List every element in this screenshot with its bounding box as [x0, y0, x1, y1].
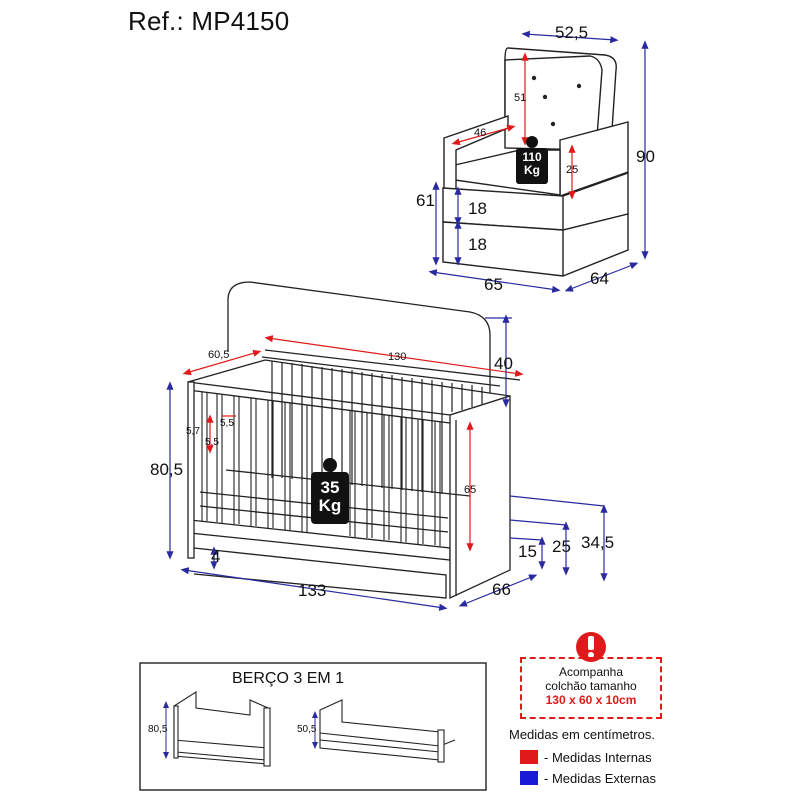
mini-dim-bed: 50,5 [297, 724, 317, 735]
dim-armchair-depth: 64 [590, 269, 609, 288]
dim-crib-15: 15 [518, 542, 537, 561]
armchair-load-label: 110 Kg [516, 151, 548, 176]
armchair-load-unit: Kg [524, 162, 540, 177]
legend-title: Medidas em centímetros. [509, 727, 655, 742]
dim-armchair-width: 65 [484, 275, 503, 294]
crib-slats [201, 361, 483, 546]
mini-variants-box [139, 662, 487, 791]
reference-code: Ref.: MP4150 [128, 6, 290, 36]
dim-crib-height: 80,5 [150, 460, 184, 479]
dim-armchair-module-1: 18 [468, 199, 487, 218]
dim-crib-slat-a: 5,7 [186, 426, 200, 437]
dim-armchair-seat-depth: 46 [474, 127, 487, 139]
dim-armchair-width-top: 52,5 [555, 23, 589, 42]
dim-crib-side-height: 65 [464, 484, 477, 496]
dim-armchair-arm: 25 [566, 164, 579, 176]
dim-crib-slat-c: 5,5 [205, 437, 219, 448]
crib-dimension-lines [166, 314, 608, 611]
dim-armchair-module-2: 18 [468, 235, 487, 254]
dim-crib-slat-b: 5,5 [220, 418, 234, 429]
legend-external-label: - Medidas Externas [544, 770, 656, 786]
dim-crib-25: 25 [552, 537, 571, 556]
legend-internal: - Medidas Internas [520, 749, 652, 765]
dim-crib-base: 4 [211, 547, 221, 566]
dim-armchair-seat-height: 61 [416, 191, 435, 210]
dim-crib-length: 133 [298, 581, 327, 600]
legend-external: - Medidas Externas [520, 770, 656, 786]
crib-load-unit: Kg [318, 495, 342, 515]
mini-dim-crib: 80,5 [148, 724, 168, 735]
crib-load-value: 35 [320, 478, 340, 497]
crib-weight-icon [311, 458, 349, 524]
dim-crib-inner-length: 130 [388, 351, 407, 363]
mattress-note: Acompanha colchão tamanho 130 x 60 x 10c… [520, 657, 662, 719]
note-line-2: colchão tamanho [545, 679, 637, 693]
armchair-weight-icon [516, 136, 548, 184]
dim-crib-depth: 66 [492, 580, 511, 599]
crib-drawing [187, 281, 521, 600]
dim-armchair-height: 90 [636, 147, 655, 166]
armchair-dimension-lines [428, 30, 649, 293]
legend-internal-swatch [520, 750, 538, 764]
crib-load-label: 35 Kg [311, 479, 349, 515]
exclamation-icon [576, 632, 606, 662]
armchair-load-value: 110 [522, 150, 542, 164]
note-mattress-size: 130 x 60 x 10cm [545, 693, 637, 707]
legend-internal-label: - Medidas Internas [544, 749, 652, 765]
dim-armchair-back: 51 [514, 92, 527, 104]
note-line-1: Acompanha [558, 665, 624, 679]
mini-box-title: BERÇO 3 EM 1 [232, 670, 345, 687]
dim-crib-headboard: 40 [494, 354, 513, 373]
legend-external-swatch [520, 771, 538, 785]
dim-crib-inner-width: 60,5 [208, 349, 230, 361]
dim-crib-34-5: 34,5 [581, 533, 615, 552]
